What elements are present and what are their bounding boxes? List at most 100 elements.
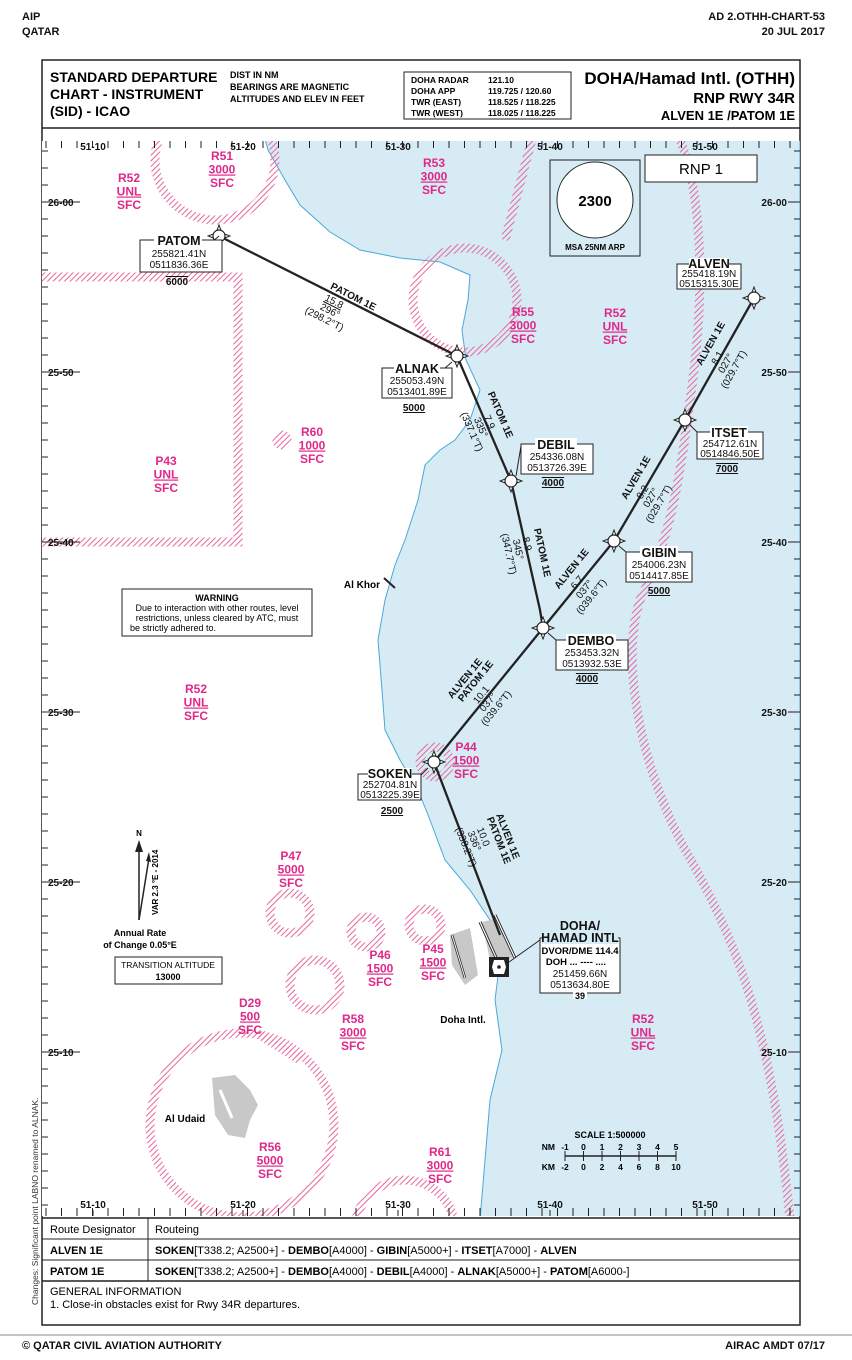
upper-limit: 3000 [427, 1159, 454, 1173]
svg-text:0513932.53E: 0513932.53E [562, 659, 622, 670]
lower-limit: SFC [428, 1172, 452, 1186]
altitude-at-or-above: 5000 [403, 403, 426, 414]
svg-text:KM: KM [542, 1162, 555, 1172]
header-date: 20 JUL 2017 [762, 26, 825, 38]
latitude-label: 25-40 [761, 538, 787, 549]
upper-limit: 3000 [421, 170, 448, 184]
svg-text:SCALE 1:500000: SCALE 1:500000 [574, 1130, 645, 1140]
lower-limit: SFC [258, 1167, 282, 1181]
airspace-id: R58 [342, 1012, 364, 1026]
svg-text:ALNAK: ALNAK [395, 362, 439, 376]
svg-text:TRANSITION ALTITUDE: TRANSITION ALTITUDE [121, 960, 215, 970]
svg-text:Due to interaction with other: Due to interaction with other routes, le… [135, 603, 298, 613]
procedure-names: ALVEN 1E /PATOM 1E [661, 108, 795, 123]
p47-boundary [265, 888, 315, 938]
msa-label: MSA 25NM ARP [565, 243, 626, 252]
upper-limit: 3000 [340, 1026, 367, 1040]
r58-boundary [285, 955, 345, 1015]
longitude-label: 51-30 [385, 142, 411, 153]
svg-text:restrictions, unless cleared b: restrictions, unless cleared by ATC, mus… [136, 613, 299, 623]
svg-text:253453.32N: 253453.32N [565, 648, 620, 659]
warning-box: WARNING Due to interaction with other ro… [121, 588, 313, 637]
navaid-doha: DOHA/ HAMAD INTL DVOR/DME 114.4 DOH ... … [508, 919, 621, 1001]
al-udaid-airfield [212, 1075, 258, 1138]
p46-boundary [346, 912, 386, 952]
lower-limit: SFC [603, 333, 627, 347]
lower-limit: SFC [454, 767, 478, 781]
freq-name: DOHA APP [411, 86, 456, 96]
place-doha-intl: Doha Intl. [440, 1015, 486, 1026]
scale-km-label: 4 [618, 1162, 623, 1172]
scale-km-label: 0 [581, 1162, 586, 1172]
upper-limit: 3000 [209, 163, 236, 177]
waypoint-itset: ITSET 254712.61N 0514846.50E 7000 [689, 424, 764, 475]
map-area: 2300 MSA 25NM ARP RNP 1 PATOM 255821. [42, 141, 800, 1216]
latitude-label: 25-40 [48, 538, 74, 549]
airspace-id: P43 [155, 454, 177, 468]
footer-copyright: © QATAR CIVIL AVIATION AUTHORITY [22, 1340, 223, 1352]
magnetic-north-arrow-icon [146, 852, 151, 862]
magnetic-variation: N VAR 2.3 °E - 2014 Annual Rate of Chang… [103, 829, 177, 950]
latitude-label: 25-50 [48, 368, 74, 379]
svg-text:0513401.89E: 0513401.89E [387, 387, 447, 398]
altitude-at: 4000 [576, 674, 599, 685]
scale-km-label: 10 [671, 1162, 681, 1172]
svg-text:HAMAD INTL: HAMAD INTL [541, 931, 619, 945]
svg-text:251459.66N: 251459.66N [553, 969, 608, 980]
upper-limit: UNL [154, 468, 179, 482]
lower-limit: SFC [368, 975, 392, 989]
lower-limit: SFC [279, 876, 303, 890]
svg-text:ITSET: ITSET [711, 426, 747, 440]
lower-limit: SFC [421, 969, 445, 983]
note-altitudes: ALTITUDES AND ELEV IN FEET [230, 94, 365, 104]
freq-value: 121.10 [488, 75, 514, 85]
routeing: SOKEN[T338.2; A2500+] - DEMBO[A4000] - D… [155, 1266, 629, 1278]
routeing-restriction: [A4000] - [329, 1266, 377, 1278]
p43-boundary [42, 272, 243, 547]
longitude-label: 51-10 [80, 142, 106, 153]
svg-text:WARNING: WARNING [195, 593, 239, 603]
r55-boundary [408, 243, 522, 357]
routeing-restriction: [A4000] - [410, 1266, 458, 1278]
transition-altitude-box: TRANSITION ALTITUDE 13000 [114, 956, 223, 985]
nav-spec: RNP 1 [679, 161, 723, 178]
svg-text:be strictly adhered to.: be strictly adhered to. [130, 623, 216, 633]
longitude-label: 51-40 [537, 1200, 563, 1211]
latitude-label: 26-00 [48, 198, 74, 209]
svg-text:GIBIN: GIBIN [642, 546, 677, 560]
lower-limit: SFC [631, 1039, 655, 1053]
scale-km-label: 6 [637, 1162, 642, 1172]
svg-text:0513225.39E: 0513225.39E [360, 790, 420, 801]
svg-text:0513634.80E: 0513634.80E [550, 980, 610, 991]
longitude-label: 51-20 [230, 142, 256, 153]
leg-runway-soken: ALVEN 1E PATOM 1E 10.0 336° (338.2°T) [452, 812, 521, 869]
latitude-label: 25-30 [761, 708, 787, 719]
doha-intl-airfield [450, 928, 478, 985]
svg-text:0511836.36E: 0511836.36E [150, 260, 209, 271]
routeing-fix: ITSET [461, 1245, 492, 1257]
route-designator: PATOM 1E [50, 1266, 104, 1278]
lower-limit: SFC [300, 452, 324, 466]
svg-text:ALVEN: ALVEN [688, 257, 729, 271]
dvor-dme-symbol[interactable] [489, 957, 509, 977]
upper-limit: UNL [631, 1026, 656, 1040]
routeing-restriction: [A5000+] - [496, 1266, 550, 1278]
airport-name: DOHA/Hamad Intl. (OTHH) [584, 69, 795, 88]
north-arrow-icon [135, 840, 143, 852]
routeing-restriction: [T338.2; A2500+] - [194, 1266, 288, 1278]
svg-text:NM: NM [542, 1142, 555, 1152]
upper-limit: UNL [117, 185, 142, 199]
aerodrome-elevation: 39 [575, 991, 585, 1001]
routeing-fix: ALVEN [540, 1245, 577, 1257]
svg-text:252704.81N: 252704.81N [363, 780, 418, 791]
latitude-label: 25-50 [761, 368, 787, 379]
lower-limit: SFC [511, 332, 535, 346]
latitude-label: 25-30 [48, 708, 74, 719]
svg-text:255418.19N: 255418.19N [682, 269, 737, 280]
